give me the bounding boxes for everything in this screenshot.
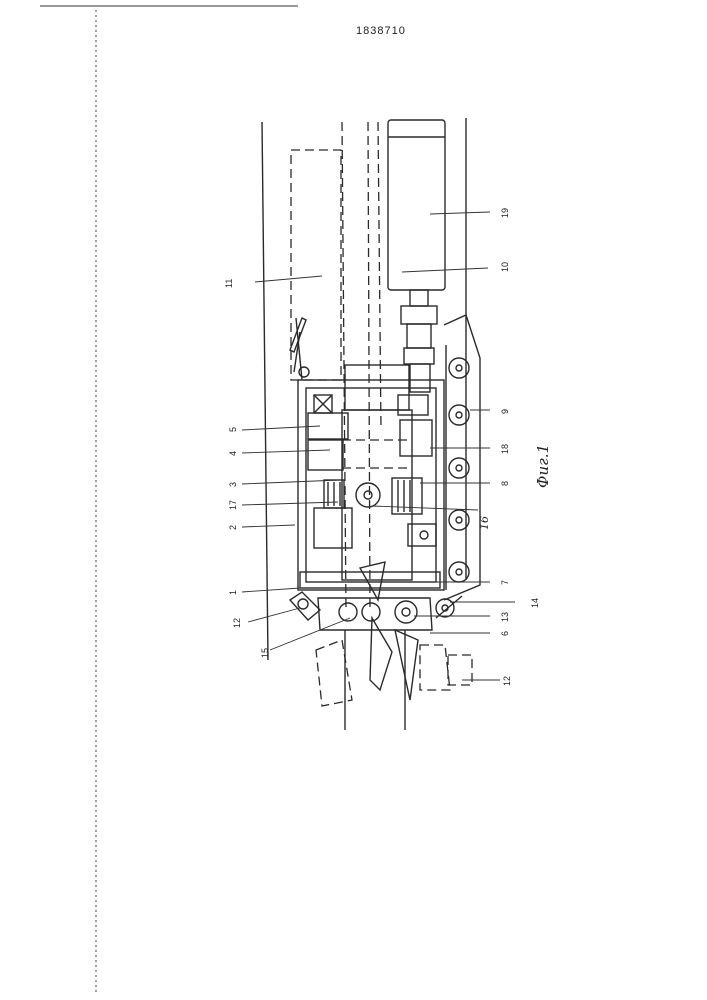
- main-frame: [298, 365, 444, 590]
- label-1: 1: [228, 590, 238, 595]
- label-12-lower: 12: [502, 676, 512, 686]
- label-2: 2: [228, 525, 238, 530]
- label-7: 7: [500, 580, 510, 585]
- leader-lines: [242, 212, 515, 680]
- upper-linkage: [290, 318, 309, 380]
- roller-chain: [444, 315, 480, 600]
- figure-caption: Фиг.1: [534, 444, 552, 488]
- label-8: 8: [500, 481, 510, 486]
- label-4: 4: [228, 451, 238, 456]
- part-labels: 11 19 10 5 4 3 17 2 1 12 15 9 18 8 7 14 …: [224, 208, 540, 686]
- label-10: 10: [500, 262, 510, 272]
- label-6: 6: [500, 631, 510, 636]
- motor-19: [388, 120, 445, 392]
- label-14: 14: [530, 598, 540, 608]
- label-16: 16: [478, 516, 491, 530]
- label-11: 11: [224, 279, 234, 288]
- label-9: 9: [500, 409, 510, 414]
- label-17: 17: [228, 500, 238, 510]
- document-number: 1838710: [356, 25, 406, 37]
- label-13: 13: [500, 612, 510, 622]
- label-19: 19: [500, 208, 510, 218]
- label-3: 3: [228, 482, 238, 487]
- label-12-upper: 12: [232, 618, 242, 628]
- label-5: 5: [228, 427, 238, 432]
- label-18: 18: [500, 444, 510, 454]
- lower-mechanism: [290, 562, 472, 730]
- label-15: 15: [260, 648, 270, 658]
